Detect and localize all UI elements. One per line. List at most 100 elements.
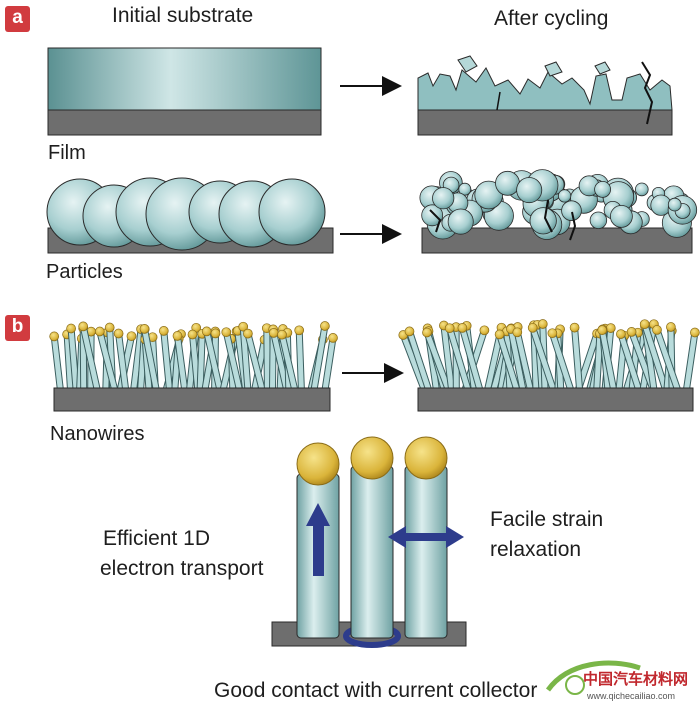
nanowire-cap [172,331,183,341]
nanowire [279,332,298,393]
nanowire [240,324,251,393]
nanowire [683,330,698,393]
nanowire [131,326,144,393]
fragmented-particle [594,180,611,198]
fragmented-particle [610,204,633,228]
nanowire [407,328,432,393]
film-initial [47,47,322,136]
nanowire-cap [605,323,616,333]
nanowire-cap [639,319,650,330]
detail-cap-3 [404,436,448,480]
column-header-after: After cycling [494,7,609,30]
nanowire [654,327,681,393]
fragmented-particle [529,207,557,235]
row-label-film: Film [48,142,86,164]
nanowire [400,332,427,393]
nanowire [322,335,336,393]
nanowires-initial [49,321,338,412]
nanowire-cap [139,324,150,334]
nanowire [618,331,642,393]
nanowire [80,323,100,393]
nanowire-cap [277,329,287,340]
nanowire [572,325,583,393]
fragmented-particle [447,208,474,235]
nanowire-cap [666,322,676,332]
contact-label: Good contact with current collector [214,679,538,702]
nanowire-cap [78,321,89,332]
nanowire-cap [457,323,468,333]
row-label-particles: Particles [46,261,123,283]
nanowire-cap [104,322,115,333]
nanowire-cap [126,331,137,342]
watermark-chinese: 中国汽车材料网 [583,671,689,688]
nanowire [514,329,533,393]
strain-label-line1: Facile strain [490,508,604,531]
nanowire [68,326,79,393]
nanowire-cap [238,321,249,332]
nanowire-cap [527,322,538,333]
nanowire-cap [690,327,700,338]
nanowire [447,325,471,393]
particles-after-cycling [419,169,698,254]
nanowire [64,331,73,393]
nanowire-cap [444,323,455,334]
nanowire [594,331,603,393]
fragmented-particle [421,204,444,227]
nanowire [459,325,483,393]
fragmented-particle [557,189,572,203]
nanowire-cap [422,327,432,338]
fragmented-particle [634,182,649,197]
detail-cap-1 [296,442,340,486]
nanowire-detail [271,436,467,648]
nanowire-cap [49,331,60,342]
strain-relaxation-arrow [388,526,464,548]
nanowire [497,331,520,393]
nanowire [142,326,159,393]
nanowire [252,337,268,393]
column-header-initial: Initial substrate [112,4,254,27]
nanowire [161,328,172,393]
nanowire-cap [547,328,558,339]
panel-label-b: b [5,315,30,341]
nanowire-cap [221,327,232,338]
fragmented-particle [667,197,682,212]
nanowire-cap [404,326,415,337]
nanowire-cap [158,326,169,336]
nanowire [51,333,63,393]
nanowire [97,329,118,393]
nanowire [223,329,242,393]
nanowire-cap [66,323,76,334]
nanowire [549,330,574,393]
fragmented-particle [589,211,608,230]
detail-cap-2 [350,436,394,480]
nanowires-after-cycling [398,319,700,412]
nanowire-cap [210,328,221,339]
electron-transport-arrow [306,503,330,576]
transport-label-line1: Efficient 1D [103,527,210,550]
nanowire-cap [94,326,105,337]
panel-label-a: a [5,6,30,32]
particles-initial [46,177,334,254]
fragmented-particle [432,187,455,210]
nanowire [424,330,451,393]
nanowire [204,328,223,393]
nanowire [190,332,201,393]
nanowire-cap [652,325,662,335]
nanowire-cap [328,333,338,343]
nanowire [311,323,328,393]
nanowire [245,331,265,393]
nanowire-cap [187,329,198,340]
fragmented-particle [495,170,520,196]
row-label-nanowires: Nanowires [50,423,145,445]
watermark-logo [545,660,641,695]
nanowire-cap [512,327,523,338]
nanowire [296,327,304,393]
strain-label-line2: relaxation [490,538,582,561]
nanowire-cap [320,321,330,331]
nanowire [508,326,526,393]
nanowire-cap [268,328,279,338]
nanowire [197,331,205,393]
detail-nanowire-2 [350,465,394,639]
film-after-cycling [417,55,673,136]
